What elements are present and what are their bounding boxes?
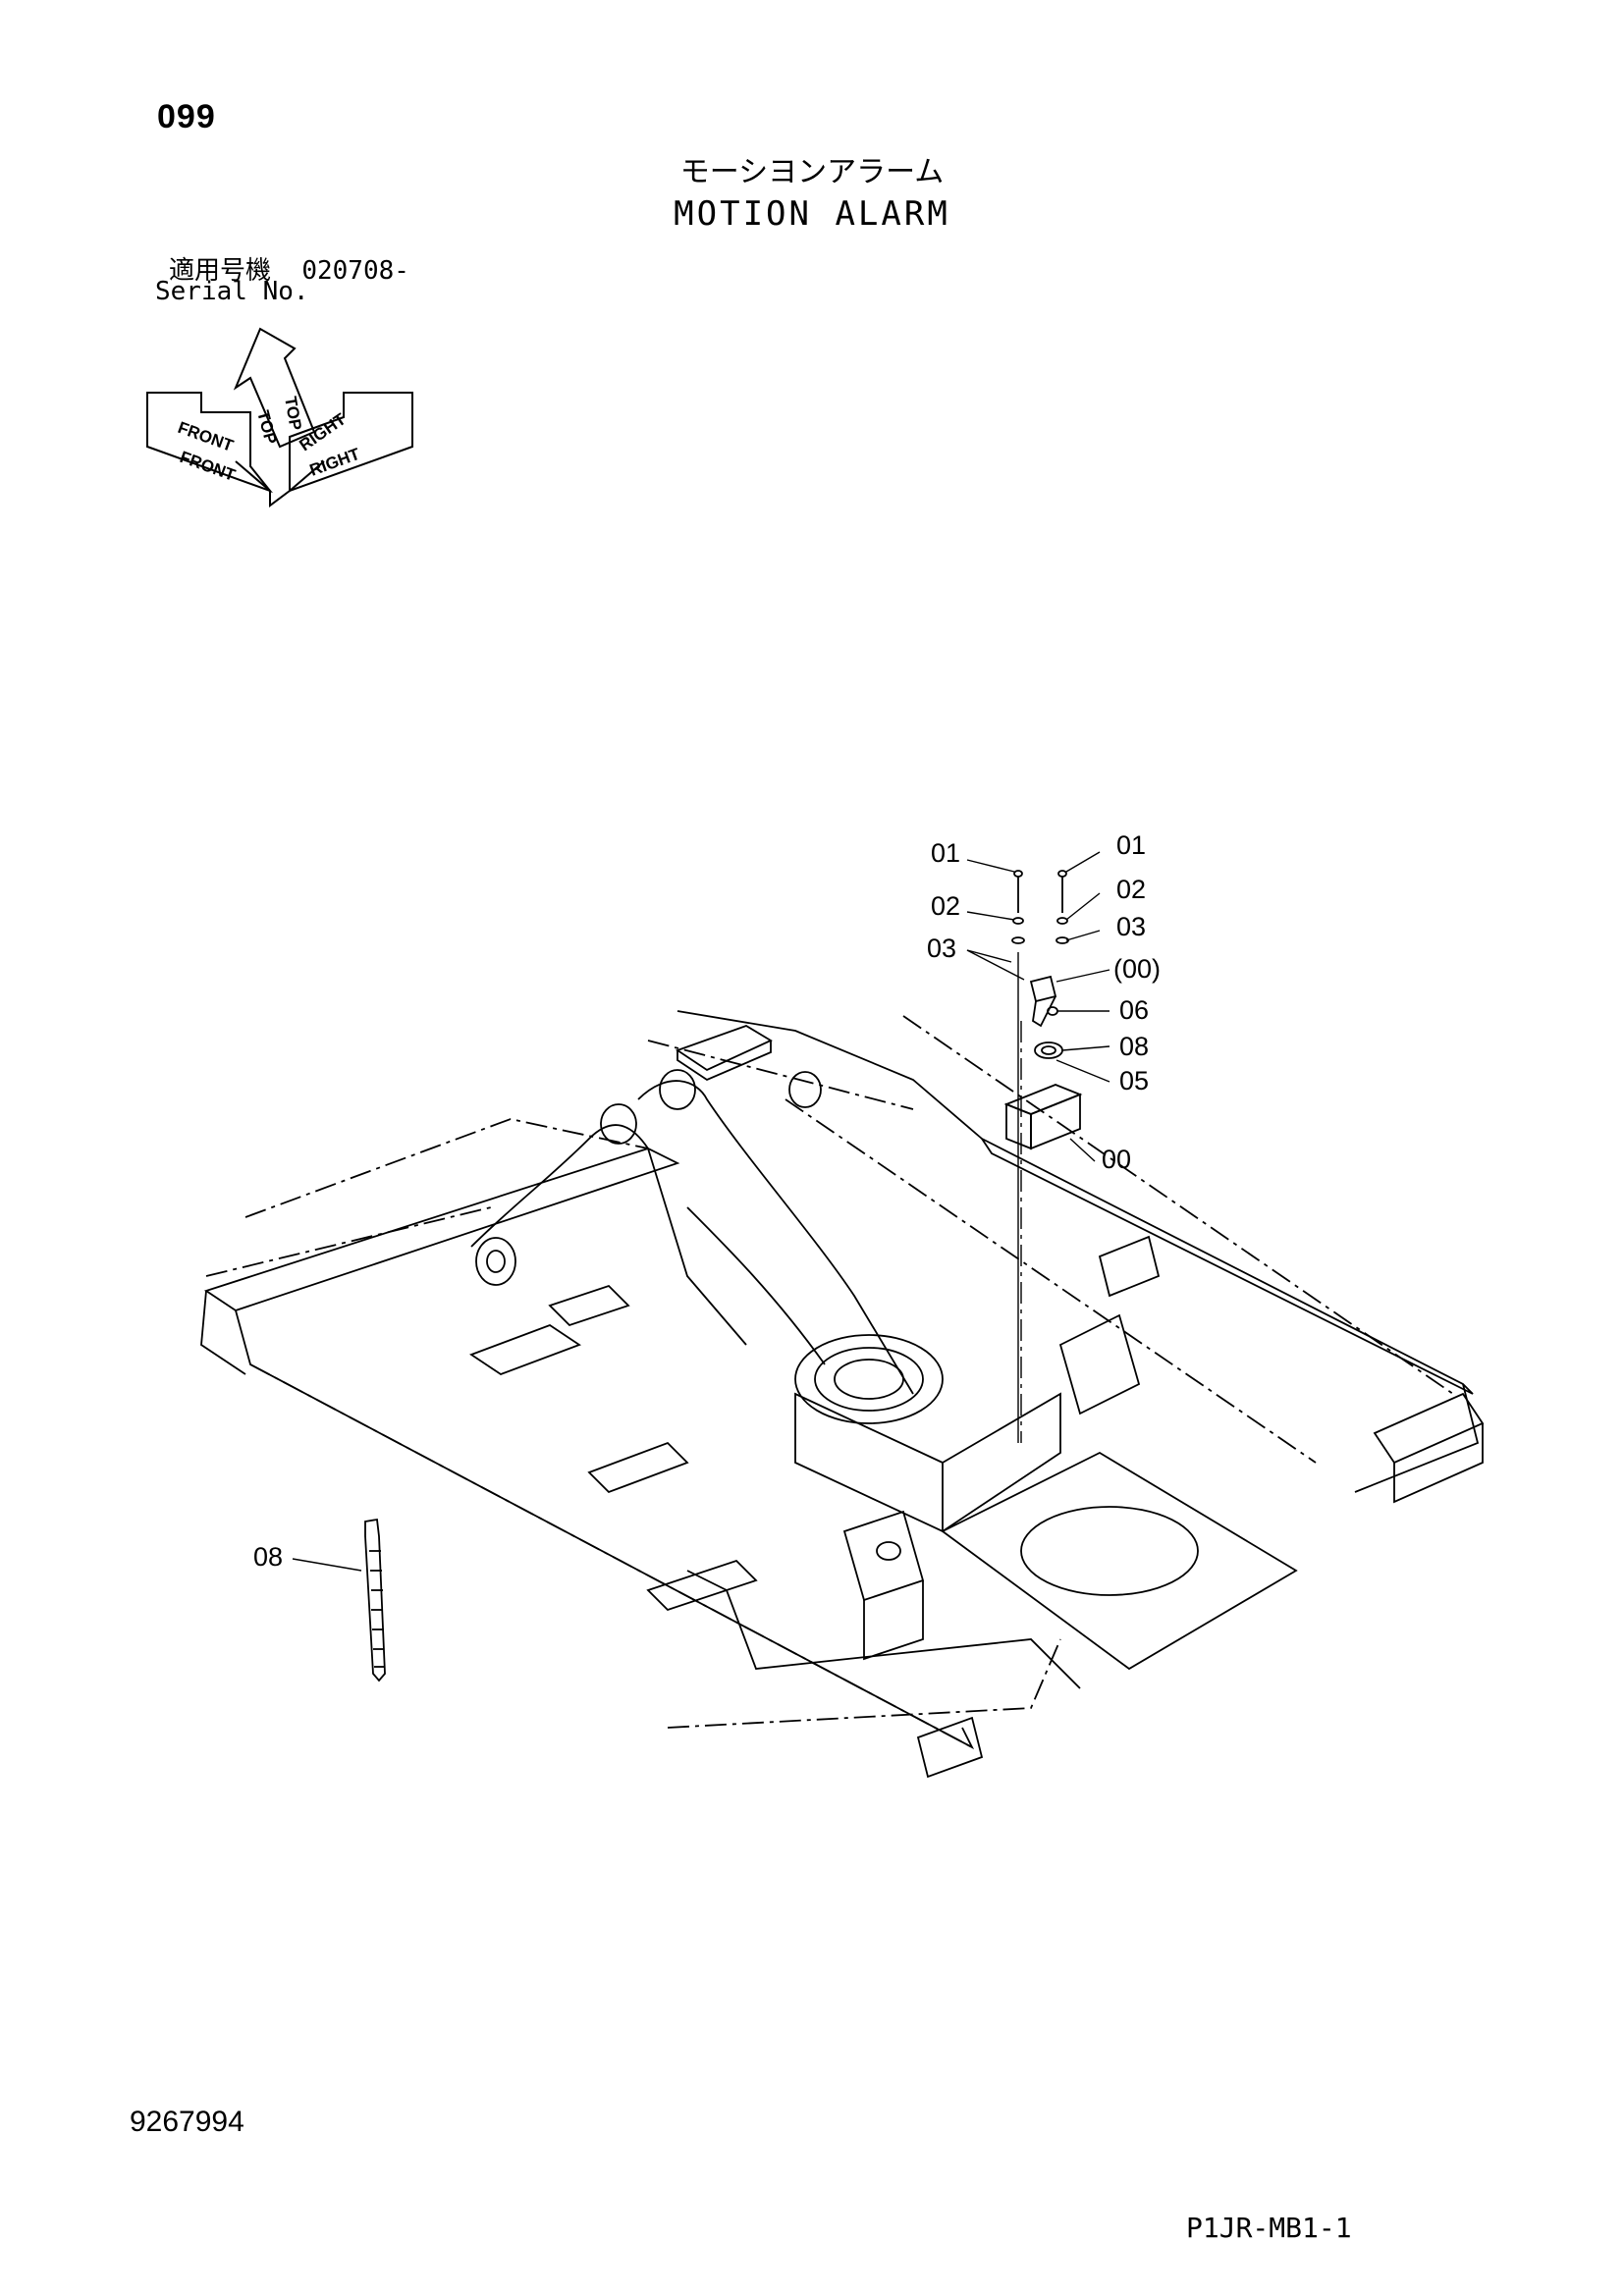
clamp — [1034, 1041, 1063, 1059]
leader-lines — [292, 851, 1110, 1572]
callout-right-08: 08 — [1119, 1032, 1149, 1061]
center-body — [794, 1392, 944, 1533]
swing-bearing — [794, 1334, 944, 1424]
callout-left-03: 03 — [927, 934, 956, 963]
orientation-top-label: TOP — [253, 408, 280, 446]
bottom-pan — [941, 1451, 1298, 1671]
left-lock-washer — [1011, 936, 1025, 944]
title-english: MOTION ALARM — [674, 194, 950, 234]
callout-cable-tie-08: 08 — [253, 1542, 283, 1572]
boom-mount-arm — [470, 1124, 747, 1346]
cable-tie — [364, 1518, 386, 1682]
step-plate — [676, 1025, 773, 1072]
callout-right-05: 05 — [1119, 1066, 1149, 1095]
serial-label-en: Serial No. — [155, 277, 309, 306]
alarm-bracket — [1029, 975, 1057, 1003]
callout-left-02: 02 — [931, 891, 960, 921]
serial-label-jp: 適用号機 020708- — [169, 250, 409, 287]
title-japanese: モーシヨンアラーム — [679, 155, 945, 189]
motion-alarm-assembly — [1003, 870, 1083, 1443]
callout-right-00-parenthesized: (00) — [1113, 954, 1161, 984]
reference-code: P1JR-MB1-1 — [1186, 2212, 1352, 2244]
callout-right-02: 02 — [1116, 875, 1146, 904]
left-side-rail — [203, 1148, 680, 1311]
callout-right-03: 03 — [1116, 912, 1146, 941]
serial-label-jp-text: 適用号機 — [169, 256, 272, 286]
callout-right-01: 01 — [1116, 830, 1146, 860]
callout-right-00: 00 — [1102, 1145, 1131, 1174]
document-number: 9267994 — [130, 2106, 244, 2138]
left-washer — [1012, 917, 1024, 925]
callout-left-01: 01 — [931, 838, 960, 868]
counterweight-block — [842, 1510, 925, 1602]
serial-value: 020708- — [301, 256, 409, 286]
right-washer — [1056, 917, 1068, 925]
orientation-indicator — [146, 327, 413, 507]
callout-right-06: 06 — [1119, 995, 1149, 1025]
right-side-rail — [979, 1136, 1474, 1395]
excavator-frame — [200, 1010, 1485, 1779]
page-number: 099 — [157, 98, 216, 135]
